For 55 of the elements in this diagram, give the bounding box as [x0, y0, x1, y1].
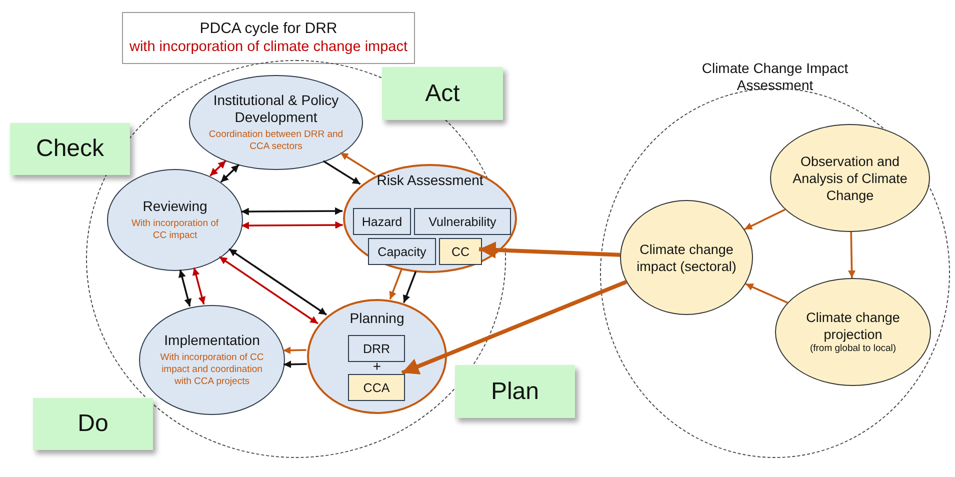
- arrow: [241, 207, 343, 216]
- arrow: [389, 268, 402, 300]
- arrow: [228, 248, 327, 316]
- arrow: [209, 160, 226, 176]
- component-box: [439, 238, 482, 265]
- node-title: DRR: [362, 342, 390, 356]
- plus-sign: +: [372, 358, 382, 374]
- component-box: [348, 374, 405, 401]
- node-title: PDCA cycle for DRR: [200, 19, 338, 38]
- component-box: [353, 208, 411, 235]
- arrow: [220, 164, 240, 183]
- node-title: Climate change impact (sectoral): [636, 240, 738, 274]
- arrow: [322, 160, 361, 185]
- arrow: [283, 346, 306, 354]
- arrow: [192, 267, 206, 305]
- node-title: Vulnerability: [428, 214, 496, 228]
- group-heading: Climate Change Impact Assessment: [700, 60, 850, 94]
- component-box: [368, 238, 436, 265]
- node-title: Hazard: [362, 214, 402, 228]
- node-title: Capacity: [378, 244, 426, 258]
- node-note: With incorporation of CC impact and coordination with CCA projects: [159, 352, 265, 388]
- node-title: Act: [425, 80, 460, 108]
- component-box: [348, 335, 405, 362]
- node-note: (from global to local): [808, 343, 898, 355]
- node-note: With incorporation of CC impact: [130, 218, 220, 242]
- arrow: [478, 242, 620, 258]
- phase-label-box: [455, 365, 575, 418]
- node-title: Do: [78, 410, 108, 438]
- component-box: [414, 208, 511, 235]
- node-title: Risk Assessment: [376, 172, 484, 189]
- arrow: [241, 221, 343, 230]
- node-title: Implementation: [163, 332, 261, 349]
- node-note: with incorporation of climate change impact: [129, 38, 408, 57]
- arrow: [402, 271, 417, 304]
- node-title: CCA: [363, 380, 390, 394]
- node-title: Check: [36, 135, 104, 163]
- node-title: Plan: [490, 378, 540, 406]
- arrow: [218, 256, 318, 324]
- arrow: [744, 208, 786, 230]
- phase-label-box: [10, 123, 130, 175]
- node-note: Coordination between DRR and CCA sectors: [208, 129, 344, 153]
- arrow: [340, 152, 376, 176]
- title-box: [122, 12, 415, 64]
- node-title: CC: [451, 244, 470, 258]
- arrow: [284, 360, 307, 368]
- arrow: [178, 270, 192, 307]
- arrow: [745, 283, 788, 304]
- phase-label-box: [33, 398, 153, 450]
- node-title: Reviewing: [142, 198, 208, 215]
- arrow: [401, 280, 628, 375]
- node-title: Institutional & Policy Development: [212, 92, 340, 126]
- node-title: Planning: [348, 310, 406, 327]
- node-title: Climate change projection: [805, 309, 901, 343]
- node-title: Observation and Analysis of Climate Change: [792, 152, 908, 204]
- arrow: [848, 232, 856, 278]
